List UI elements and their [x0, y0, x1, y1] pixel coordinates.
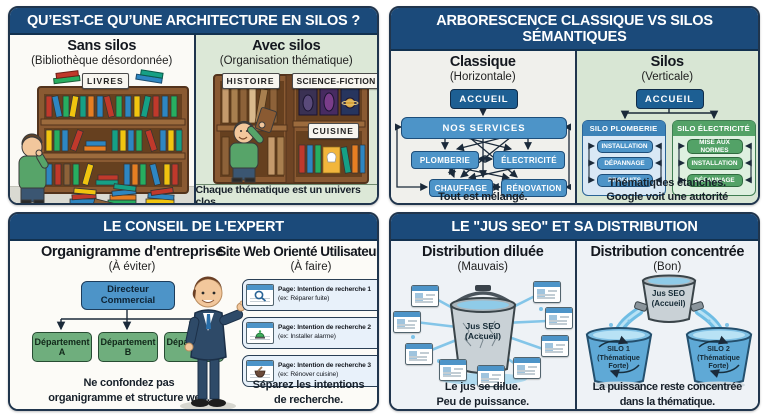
- shelf-sign-livres: LIVRES: [82, 73, 129, 89]
- panel-subheading: (Mauvais): [457, 261, 508, 273]
- card-arborescence: ARBORESCENCE CLASSIQUE VS SILOS SÉMANTIQ…: [389, 6, 760, 205]
- webpage-icon: [411, 285, 439, 307]
- node-accueil: ACCUEIL: [450, 89, 518, 109]
- card-title: LE "JUS SEO" ET SA DISTRIBUTION: [391, 214, 758, 241]
- webpage-icon: [541, 335, 569, 357]
- page-card-3: Page: Intention de recherche 3(ex: Rénov…: [242, 355, 377, 387]
- shelf-sign-histoire: HISTOIRE: [221, 73, 280, 89]
- mortar-pestle-icon: [254, 366, 266, 378]
- panel-subheading: (Verticale): [641, 71, 694, 83]
- panel-sans-silos: Sans silos (Bibliothèque désordonnée): [10, 35, 194, 203]
- card-title: ARBORESCENCE CLASSIQUE VS SILOS SÉMANTIQ…: [391, 8, 758, 51]
- webpage-icon: [393, 311, 421, 333]
- panel-classique: Classique (Horizontale): [391, 51, 575, 204]
- org-box-departement-b: Département B: [98, 332, 158, 362]
- panel-silos: Silos (Verticale) ACCUEIL SILO PLOMBERIE: [574, 51, 758, 204]
- node-plomberie: PLOMBERIE: [411, 151, 479, 169]
- panel-heading: Classique: [449, 54, 516, 70]
- silo-loop-arrows: [677, 142, 752, 184]
- card-jus-seo: LE "JUS SEO" ET SA DISTRIBUTION Distribu…: [389, 212, 760, 411]
- node-electricite: ÉLECTRICITÉ: [493, 151, 565, 169]
- webpage-icon: [545, 307, 573, 329]
- leaking-bucket-illustration: [405, 285, 549, 385]
- panel-heading: Avec silos: [252, 38, 321, 54]
- panel-caption: Tout est mélangé.Google voit "tout et ri…: [438, 191, 528, 204]
- card-title: LE CONSEIL DE L'EXPERT: [10, 214, 377, 241]
- silo-electricite: SILO ÉLECTRICITÉ MISE AUX NORMES INSTALL…: [671, 120, 756, 196]
- expert-businessman-illustration: [180, 276, 246, 409]
- node-renovation: RÉNOVATION: [501, 179, 567, 197]
- silo-item: INSTALLATION: [686, 157, 743, 170]
- panel-subheading: (À faire): [290, 261, 332, 273]
- panel-subheading: (Bibliothèque désordonnée): [31, 55, 173, 67]
- messy-bookshelf-illustration: [18, 69, 189, 203]
- panel-heading: Sans silos: [67, 38, 137, 54]
- panel-distribution-concentree: Distribution concentrée (Bon): [574, 241, 758, 409]
- silo-header: SILO ÉLECTRICITÉ: [672, 121, 755, 136]
- silo-flowchart: ACCUEIL SILO PLOMBERIE INSTALLATION DÉPA…: [580, 89, 758, 197]
- org-box-departement-a: Département A: [32, 332, 92, 362]
- silo-item: DÉPANNAGE: [686, 174, 743, 187]
- silo-item: PRODUITS: [596, 174, 653, 187]
- panel-subheading: (Horizontale): [449, 71, 516, 83]
- bucket-label: Jus SEO (Accueil): [465, 321, 501, 342]
- node-nos-services: NOS SERVICES: [401, 117, 567, 139]
- card-architecture-silos: QU’EST-CE QU’UNE ARCHITECTURE EN SILOS ?…: [8, 6, 379, 205]
- shelf-sign-science-fiction: SCIENCE-FICTION: [291, 73, 377, 89]
- panel-heading: Site Web Orienté Utilisateur: [217, 244, 379, 259]
- panel-distribution-diluee: Distribution diluée (Mauvais): [391, 241, 575, 409]
- panel-subheading: (À éviter): [108, 261, 156, 273]
- panel-heading: Distribution diluée: [421, 244, 544, 260]
- card-title: QU’EST-CE QU’UNE ARCHITECTURE EN SILOS ?: [10, 8, 377, 35]
- panel-heading: Organigramme d'entreprise: [40, 244, 224, 260]
- webpage-icon: [405, 343, 433, 365]
- panel-caption: Thématiques étanches.Google voit une aut…: [606, 177, 729, 204]
- node-chauffage: CHAUFFAGE: [429, 179, 493, 197]
- silo1-bucket-label: SILO 1 (Thématique Forte): [597, 344, 640, 371]
- silo-plomberie: SILO PLOMBERIE INSTALLATION DÉPANNAGE PR…: [581, 120, 666, 196]
- person-confused: [18, 133, 49, 203]
- alarm-bell-icon: [255, 330, 265, 339]
- card-conseil-expert: LE CONSEIL DE L'EXPERT Organigramme d'en…: [8, 212, 379, 411]
- node-accueil: ACCUEIL: [635, 89, 704, 109]
- panel-subheading: (Bon): [653, 261, 682, 273]
- silo2-bucket-label: SILO 2 (Thématique Forte): [697, 344, 740, 371]
- page-card-1: Page: Intention de recherche 1(ex: Répar…: [242, 279, 377, 311]
- silo-item: MISE AUX NORMES: [686, 139, 743, 154]
- panel-subheading: (Organisation thématique): [219, 55, 353, 67]
- silo-item: INSTALLATION: [596, 140, 653, 153]
- pouring-buckets-illustration: [585, 274, 752, 389]
- classic-flowchart: ACCUEIL NOS SERVICES PLOMBERIE ÉLECTRICI…: [395, 89, 571, 197]
- webpage-icon: [533, 281, 561, 303]
- panel-heading: Distribution concentrée: [590, 244, 745, 260]
- silo-loop-arrows: [587, 142, 662, 184]
- person-organizing: [229, 107, 277, 183]
- browser-window-icon: [246, 322, 274, 344]
- panel-caption: Le jus se dilue.Peu de puissance.: [436, 381, 530, 408]
- webpage-icon: [513, 357, 541, 379]
- webpage-icon: [439, 359, 467, 381]
- silo-item: DÉPANNAGE: [596, 157, 653, 170]
- browser-window-icon: [246, 360, 274, 382]
- page-card-2: Page: Intention de recherche 2(ex: Insta…: [242, 317, 377, 349]
- shelf-sign-cuisine: CUISINE: [307, 123, 359, 139]
- org-box-directeur: Directeur Commercial: [81, 281, 175, 310]
- panel-caption: Chaque thématique est un univers clos.: [195, 184, 377, 203]
- panel-heading: Silos: [650, 54, 684, 70]
- magnifier-icon: [254, 290, 267, 302]
- browser-window-icon: [246, 284, 274, 306]
- bucket-label: Jus SEO (Accueil): [651, 289, 686, 308]
- panel-avec-silos: Avec silos (Organisation thématique): [193, 35, 377, 203]
- webpage-icon: [477, 365, 505, 387]
- silo-header: SILO PLOMBERIE: [582, 121, 665, 136]
